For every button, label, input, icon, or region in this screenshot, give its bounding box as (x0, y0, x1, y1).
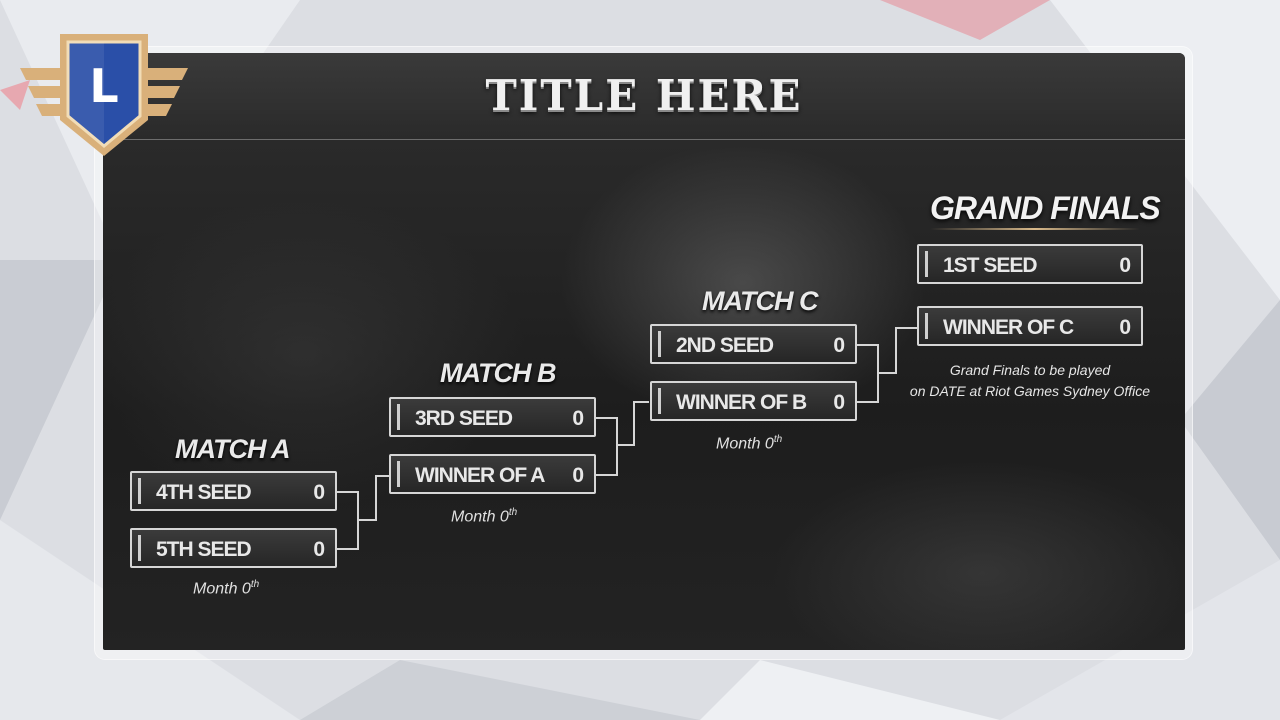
gf-team-1st-seed[interactable]: 1ST SEED 0 (917, 244, 1143, 284)
date-text: Month 0 (716, 435, 774, 453)
team-score: 0 (572, 407, 584, 430)
match-a-label: MATCH A (175, 434, 290, 464)
date-suffix: th (508, 507, 518, 518)
team-name: WINNER OF A (415, 464, 545, 487)
team-name: WINNER OF B (676, 391, 807, 414)
grand-finals-underline (930, 228, 1140, 230)
date-text: Month 0 (451, 508, 509, 526)
note-line-1: Grand Finals to be played (949, 362, 1111, 378)
page-title: TITLE HERE (485, 71, 803, 120)
header-bar: TITLE HERE (103, 53, 1185, 140)
team-score: 0 (1119, 254, 1131, 277)
match-c-team-2nd-seed[interactable]: 2ND SEED 0 (650, 324, 857, 364)
note-line-2: on DATE at Riot Games Sydney Office (909, 383, 1151, 399)
logo-letter: L (89, 59, 118, 113)
team-name: 1ST SEED (943, 254, 1038, 277)
match-a-date: Month 0th (193, 579, 259, 598)
grand-finals-note: Grand Finals to be played on DATE at Rio… (880, 360, 1180, 402)
team-score: 0 (1119, 316, 1131, 339)
date-suffix: th (773, 434, 783, 445)
team-name: 2ND SEED (676, 334, 774, 357)
bracket-panel: TITLE HERE (103, 53, 1185, 650)
match-a-team-4th-seed[interactable]: 4TH SEED 0 (130, 471, 337, 511)
team-name: 4TH SEED (156, 481, 252, 504)
date-suffix: th (250, 579, 260, 590)
date-text: Month 0 (193, 580, 251, 598)
match-c-label: MATCH C (702, 286, 818, 316)
team-score: 0 (572, 464, 584, 487)
team-score: 0 (833, 334, 845, 357)
grand-finals-label: GRAND FINALS (930, 190, 1161, 226)
team-name: 5TH SEED (156, 538, 252, 561)
match-b-label: MATCH B (440, 358, 556, 388)
team-score: 0 (313, 538, 325, 561)
match-b-team-3rd-seed[interactable]: 3RD SEED 0 (389, 397, 596, 437)
team-name: 3RD SEED (415, 407, 513, 430)
match-b-team-winner-a[interactable]: WINNER OF A 0 (389, 454, 596, 494)
match-c-team-winner-b[interactable]: WINNER OF B 0 (650, 381, 857, 421)
league-logo-icon: L (20, 34, 188, 156)
match-c-date: Month 0th (716, 434, 782, 453)
gf-team-winner-c[interactable]: WINNER OF C 0 (917, 306, 1143, 346)
team-name: WINNER OF C (943, 316, 1074, 339)
team-score: 0 (833, 391, 845, 414)
match-b-date: Month 0th (451, 507, 517, 526)
match-a-team-5th-seed[interactable]: 5TH SEED 0 (130, 528, 337, 568)
team-score: 0 (313, 481, 325, 504)
